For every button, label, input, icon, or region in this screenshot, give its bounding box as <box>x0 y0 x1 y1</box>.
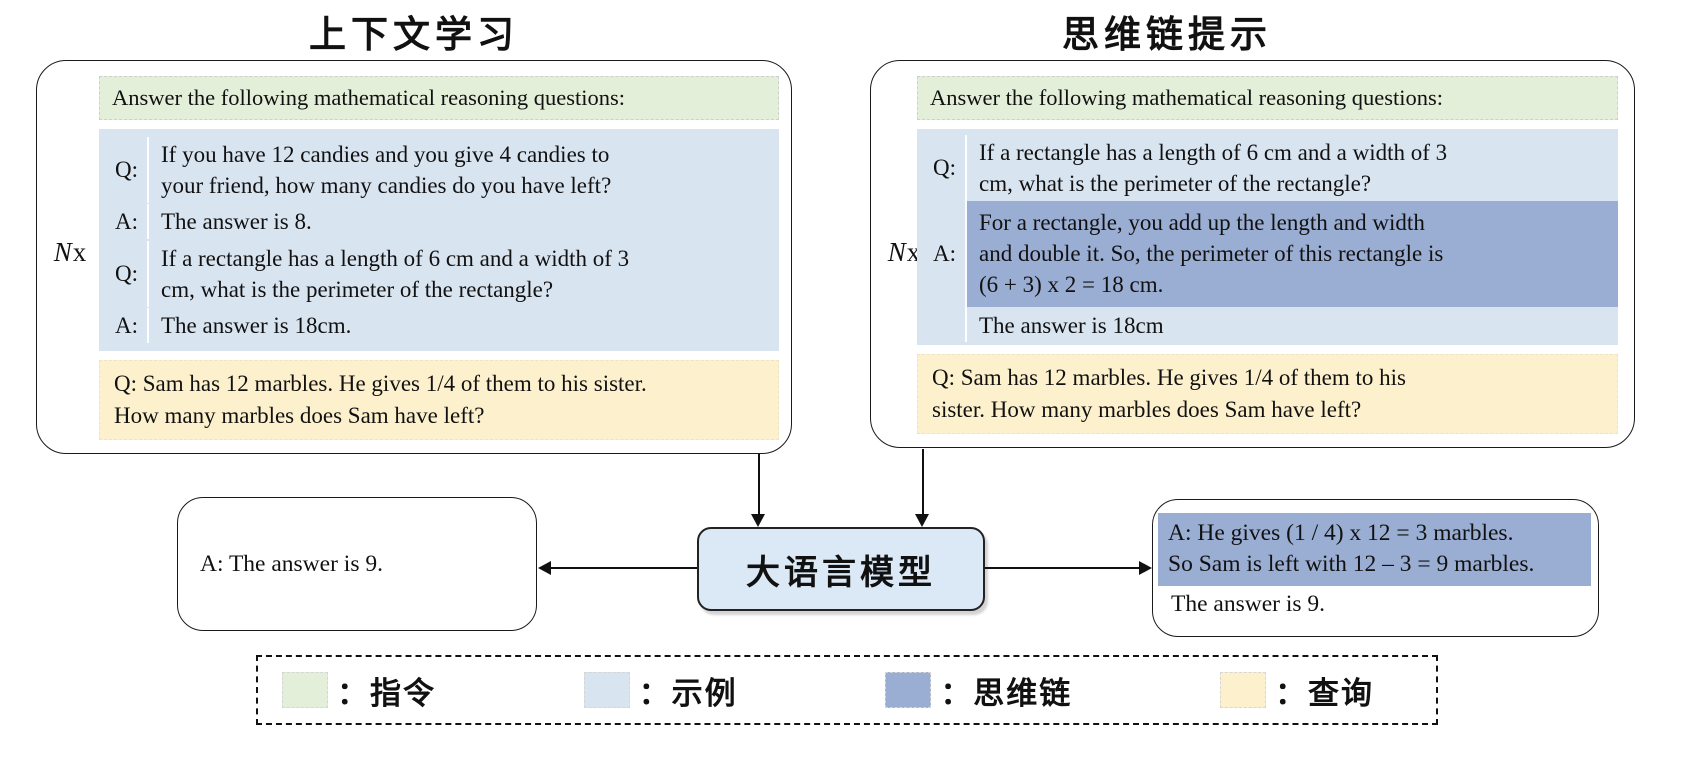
icl-panel: Nx Answer the following mathematical rea… <box>36 60 792 454</box>
icl-content: Answer the following mathematical reason… <box>99 76 779 440</box>
example-color-swatch <box>583 672 630 708</box>
qa-row: A: The answer is 8. <box>99 204 779 240</box>
cot-output-final-answer: The answer is 9. <box>1171 591 1326 617</box>
legend-box: ：指令 ：示例 ：思维链 ：查询 <box>256 655 1438 725</box>
arrow-cot-to-llm-head <box>915 514 929 527</box>
cot-title: 思维链提示 <box>1062 13 1272 56</box>
qa-text: The answer is 18cm. <box>147 308 779 344</box>
cot-query-box: Q: Sam has 12 marbles. He gives 1/4 of t… <box>917 354 1618 434</box>
arrow-cot-to-llm-line <box>922 449 924 516</box>
cot-repeat-label: Nx <box>877 237 931 268</box>
legend-item-instruction: ：指令 <box>282 668 436 713</box>
arrow-llm-to-icl-output-line <box>550 567 697 569</box>
qa-row: A: The answer is 18cm. <box>99 308 779 344</box>
cot-output-box: A: He gives (1 / 4) x 12 = 3 marbles. So… <box>1152 499 1599 637</box>
qa-text: If a rectangle has a length of 6 cm and … <box>965 135 1618 201</box>
icl-repeat-label: Nx <box>43 237 97 268</box>
qa-label: A: <box>115 312 138 338</box>
qa-row: Q: If a rectangle has a length of 6 cm a… <box>99 240 779 307</box>
cot-output-reasoning-block: A: He gives (1 / 4) x 12 = 3 marbles. So… <box>1158 513 1591 586</box>
cot-reasoning-block: For a rectangle, you add up the length a… <box>965 201 1618 307</box>
qa-label: Q: <box>933 155 956 180</box>
arrow-llm-to-cot-output-line <box>985 567 1140 569</box>
cot-example-answer: The answer is 18cm <box>965 307 1618 342</box>
legend-label-instruction: ：指令 <box>337 675 436 712</box>
arrow-llm-to-icl-output-head <box>538 561 551 575</box>
arrow-icl-to-llm-head <box>751 514 765 527</box>
cot-instruction-box: Answer the following mathematical reason… <box>917 76 1618 120</box>
cot-examples-box: Q: If a rectangle has a length of 6 cm a… <box>917 129 1618 345</box>
qa-text: If you have 12 candies and you give 4 ca… <box>147 136 779 203</box>
qa-text: If a rectangle has a length of 6 cm and … <box>147 240 779 307</box>
legend-label-example: ：示例 <box>638 675 738 712</box>
qa-row: A: For a rectangle, you add up the lengt… <box>917 201 1618 307</box>
legend-label-chain-of-thought: ：思维链 <box>940 675 1073 712</box>
cot-panel: Nx Answer the following mathematical rea… <box>870 60 1635 448</box>
query-color-swatch <box>1219 672 1266 708</box>
instruction-color-swatch <box>282 672 328 708</box>
cot-content: Answer the following mathematical reason… <box>917 76 1618 434</box>
qa-label: Q: <box>115 260 138 286</box>
cot-repeat-x: x <box>906 237 921 267</box>
arrow-llm-to-cot-output-head <box>1139 561 1152 575</box>
legend-item-chain-of-thought: ：思维链 <box>885 668 1072 713</box>
qa-label <box>917 307 965 342</box>
icl-output-box: A: The answer is 9. <box>177 497 537 631</box>
qa-text: The answer is 8. <box>147 204 779 240</box>
qa-label: A: <box>933 241 956 266</box>
icl-instruction-box: Answer the following mathematical reason… <box>99 76 779 120</box>
icl-title: 上下文学习 <box>309 13 519 56</box>
cot-repeat-n: N <box>887 237 906 267</box>
qa-row: The answer is 18cm <box>917 307 1618 342</box>
icl-repeat-x: x <box>72 237 87 267</box>
arrow-icl-to-llm-line <box>758 454 760 516</box>
qa-label: Q: <box>115 156 138 182</box>
chain-of-thought-color-swatch <box>885 672 932 708</box>
icl-examples-box: Q: If you have 12 candies and you give 4… <box>99 129 779 351</box>
legend-item-example: ：示例 <box>583 668 738 713</box>
legend-label-query: ：查询 <box>1274 675 1374 712</box>
qa-row: Q: If you have 12 candies and you give 4… <box>99 136 779 203</box>
llm-box: 大语言模型 <box>697 527 985 611</box>
legend-item-query: ：查询 <box>1219 668 1374 713</box>
icl-query-box: Q: Sam has 12 marbles. He gives 1/4 of t… <box>99 360 779 440</box>
qa-row: Q: If a rectangle has a length of 6 cm a… <box>917 135 1618 201</box>
qa-label: A: <box>115 208 138 234</box>
icl-repeat-n: N <box>53 237 72 267</box>
